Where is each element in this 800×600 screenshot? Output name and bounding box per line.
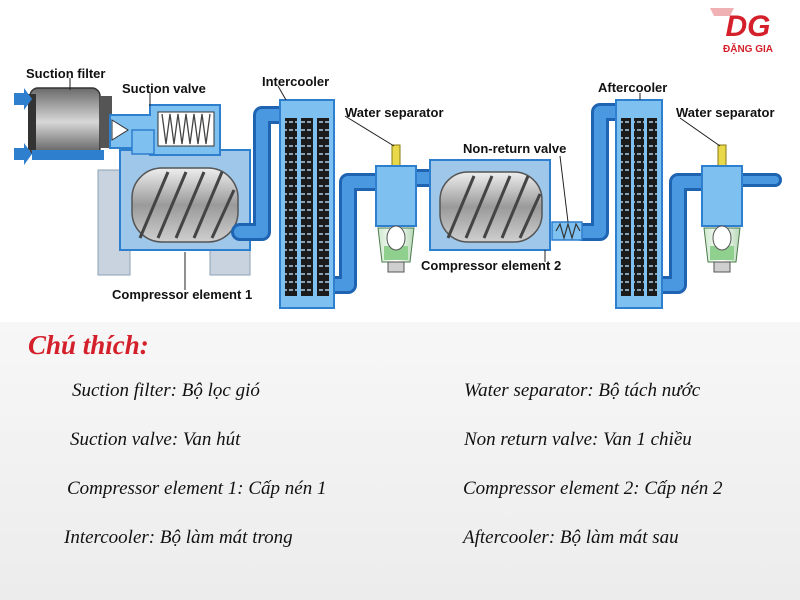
- logo-name: ĐẶNG GIA: [723, 42, 773, 55]
- label-water-separator-1: Water separator: [345, 105, 444, 120]
- label-compressor-element-1-text: Compressor element: [112, 287, 242, 302]
- label-suction-valve: Suction valve: [122, 81, 206, 96]
- label-compressor-element-2: Compressor element 2: [421, 258, 561, 273]
- aftercooler: [615, 99, 663, 309]
- water-separator-2: [701, 144, 743, 273]
- legend-item-water-separator: Water separator: Bộ tách nước: [464, 380, 701, 401]
- legend-item-compressor-element-1: Compressor element 1: Cấp nén 1: [67, 478, 327, 499]
- label-non-return-valve: Non-return valve: [463, 141, 566, 156]
- legend-item-compressor-element-2: Compressor element 2: Cấp nén 2: [463, 478, 723, 499]
- legend-item-non-return-valve: Non return valve: Van 1 chiều: [464, 429, 692, 450]
- label-intercooler: Intercooler: [262, 74, 329, 89]
- label-suction-filter: Suction filter: [26, 66, 105, 81]
- label-water-separator-2: Water separator: [676, 105, 775, 120]
- inlet-arrow-icon: [14, 88, 32, 110]
- legend-item-suction-valve: Suction valve: Van hút: [70, 429, 241, 450]
- logo-mark: DG: [726, 10, 771, 43]
- non-return-valve: [551, 221, 583, 241]
- legend: Chú thích: Suction filter: Bộ lọc gió Wa…: [0, 322, 800, 600]
- label-compressor-element-2-text: Compressor element: [421, 258, 551, 273]
- brand-logo: DG ĐẶNG GIA: [710, 8, 773, 55]
- compressor-element-2: [429, 159, 551, 251]
- intercooler: [279, 99, 335, 309]
- suction-filter: [28, 87, 112, 157]
- suction-valve: [109, 104, 221, 156]
- label-compressor-element-1: Compressor element 1: [112, 287, 252, 302]
- label-compressor-element-1-num: 1: [245, 287, 252, 302]
- compressor-element-1: [97, 149, 251, 276]
- inlet-arrow-icon: [14, 143, 32, 165]
- label-compressor-element-2-num: 2: [554, 258, 561, 273]
- compressor-diagram: Suction filter Suction valve Intercooler…: [0, 0, 800, 322]
- legend-title: Chú thích:: [28, 330, 149, 360]
- legend-item-intercooler: Intercooler: Bộ làm mát trong: [64, 527, 293, 548]
- leader-lines: [69, 78, 721, 290]
- legend-item-aftercooler: Aftercooler: Bộ làm mát sau: [463, 527, 679, 548]
- legend-item-suction-filter: Suction filter: Bộ lọc gió: [72, 380, 260, 401]
- label-aftercooler: Aftercooler: [598, 80, 667, 95]
- diagram-canvas: Suction filter Suction valve Intercooler…: [14, 66, 782, 309]
- water-separator-1: [375, 144, 417, 273]
- pipe-network: [231, 103, 782, 294]
